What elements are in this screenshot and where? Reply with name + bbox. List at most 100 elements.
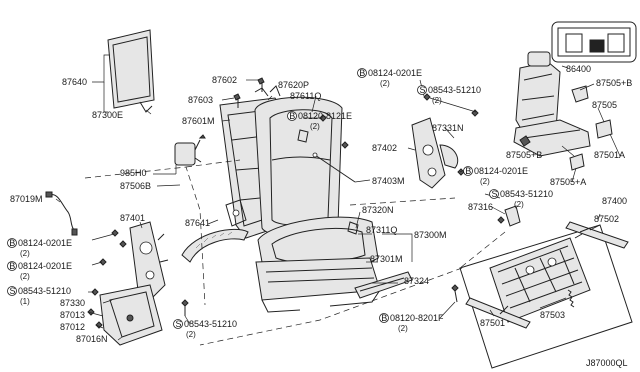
rail-87501 [465,297,531,329]
label-87316: 87316 [468,202,493,212]
side-airbag-985h0 [174,134,206,166]
svg-text:S: S [420,85,426,95]
seat-adjuster-87400 [489,237,591,323]
label-87501: 87501 [480,318,505,328]
label-985h0: 985H0 [120,168,147,178]
recliner-87401 [129,221,169,299]
label-86400: 86400 [566,64,591,74]
handle-87641 [181,199,249,263]
svg-text:(2): (2) [432,96,442,105]
label-87331n: 87331N [432,123,464,133]
svg-text:08543-51210: 08543-51210 [18,286,71,296]
finisher-87324 [354,271,413,299]
label-87603: 87603 [188,95,213,105]
covers-87505 [569,85,613,171]
label-87300m: 87300M [414,230,447,240]
svg-text:(2): (2) [514,200,524,209]
vehicle-inset-86400 [551,21,637,63]
leader-lines [55,54,621,346]
bracket-87316 [451,205,521,303]
svg-text:08543-51210: 08543-51210 [500,189,553,199]
diagram-reference-code: J87000QL [586,358,628,368]
svg-text:08124-0201E: 08124-0201E [474,166,528,176]
rail-87502 [565,221,629,249]
callout-bolt-08120-8121e: B 08120-8121E (2) [287,111,352,131]
label-87019m: 87019M [10,194,43,204]
seat-frame-87301m [255,257,381,313]
complete-seat-top-right [513,51,591,157]
svg-text:(2): (2) [380,79,390,88]
label-87012: 87012 [60,322,85,332]
callout-bolt-08124-0201e-top: B 08124-0201E (2) [357,68,422,88]
callout-screw-08543-51210-bottom: S 08543-51210 (2) [173,319,237,339]
label-87324: 87324 [404,276,429,286]
callout-bolt-08124-0201e-left2: B 08124-0201E (2) [7,261,72,281]
callout-screw-08543-51210-left: S 08543-51210 (1) [7,286,71,306]
callout-bolt-08120-8201f: B 08120-8201F (2) [379,313,444,333]
part-labels: 87640 87300E 87602 87620P 87603 87611Q 8… [7,64,632,368]
svg-text:08120-8201F: 08120-8201F [390,313,444,323]
svg-text:(2): (2) [20,249,30,258]
spring-87503 [567,289,575,308]
label-87602: 87602 [212,75,237,85]
svg-text:B: B [465,166,471,176]
label-87501a: 87501A [594,150,625,160]
label-87400: 87400 [602,196,627,206]
svg-text:(1): (1) [20,297,30,306]
label-87641: 87641 [185,218,210,228]
label-87640: 87640 [62,77,87,87]
label-87611q: 87611Q [290,91,321,101]
bolts-top [233,77,479,176]
svg-text:B: B [9,238,15,248]
svg-text:S: S [10,286,16,296]
svg-text:B: B [359,68,365,78]
label-87330: 87330 [60,298,85,308]
label-87013: 87013 [60,310,85,320]
svg-text:(2): (2) [398,324,408,333]
label-87505-a: 87505+A [550,177,586,187]
svg-text:S: S [492,189,498,199]
label-87301m: 87301M [370,254,403,264]
svg-text:B: B [381,313,387,323]
label-87601m: 87601M [182,116,215,126]
label-87401: 87401 [120,213,145,223]
callout-bolt-08124-0201e-mid: B 08124-0201E (2) [463,166,528,186]
label-87016n: 87016N [76,334,108,344]
label-87505: 87505 [592,100,617,110]
back-panel-87640 [107,29,155,113]
label-87502: 87502 [594,214,619,224]
label-87311q: 87311Q [366,225,397,235]
side-cover-87330 [87,284,163,346]
seat-adjuster-box [459,224,633,369]
svg-text:(2): (2) [20,272,30,281]
svg-text:08543-51210: 08543-51210 [428,85,481,95]
label-87403m: 87403M [372,176,405,186]
label-87300e: 87300E [92,110,123,120]
recliner-87402 [411,117,459,189]
svg-text:08543-51210: 08543-51210 [184,319,237,329]
svg-text:(2): (2) [480,177,490,186]
screws-left [91,229,189,316]
harness-87019m [45,191,78,236]
label-87402: 87402 [372,143,397,153]
label-87620p: 87620P [278,80,309,90]
callout-screw-08543-51210-right: S 08543-51210 (2) [489,189,553,209]
callout-screw-08543-51210-top: S 08543-51210 (2) [417,85,481,105]
svg-text:08120-8121E: 08120-8121E [298,111,352,121]
label-87506b: 87506B [120,181,151,191]
label-87505-b-mid: 87505+B [506,150,542,160]
label-87505-b-top: 87505+B [596,78,632,88]
svg-text:08124-0201E: 08124-0201E [368,68,422,78]
svg-text:B: B [289,111,295,121]
svg-text:S: S [176,319,182,329]
svg-text:(2): (2) [310,122,320,131]
svg-text:08124-0201E: 08124-0201E [18,261,72,271]
label-87320n: 87320N [362,205,394,215]
svg-text:B: B [9,261,15,271]
svg-text:08124-0201E: 08124-0201E [18,238,72,248]
svg-text:(2): (2) [186,330,196,339]
label-87503: 87503 [540,310,565,320]
callout-bolt-08124-0201e-left1: B 08124-0201E (2) [7,238,72,258]
